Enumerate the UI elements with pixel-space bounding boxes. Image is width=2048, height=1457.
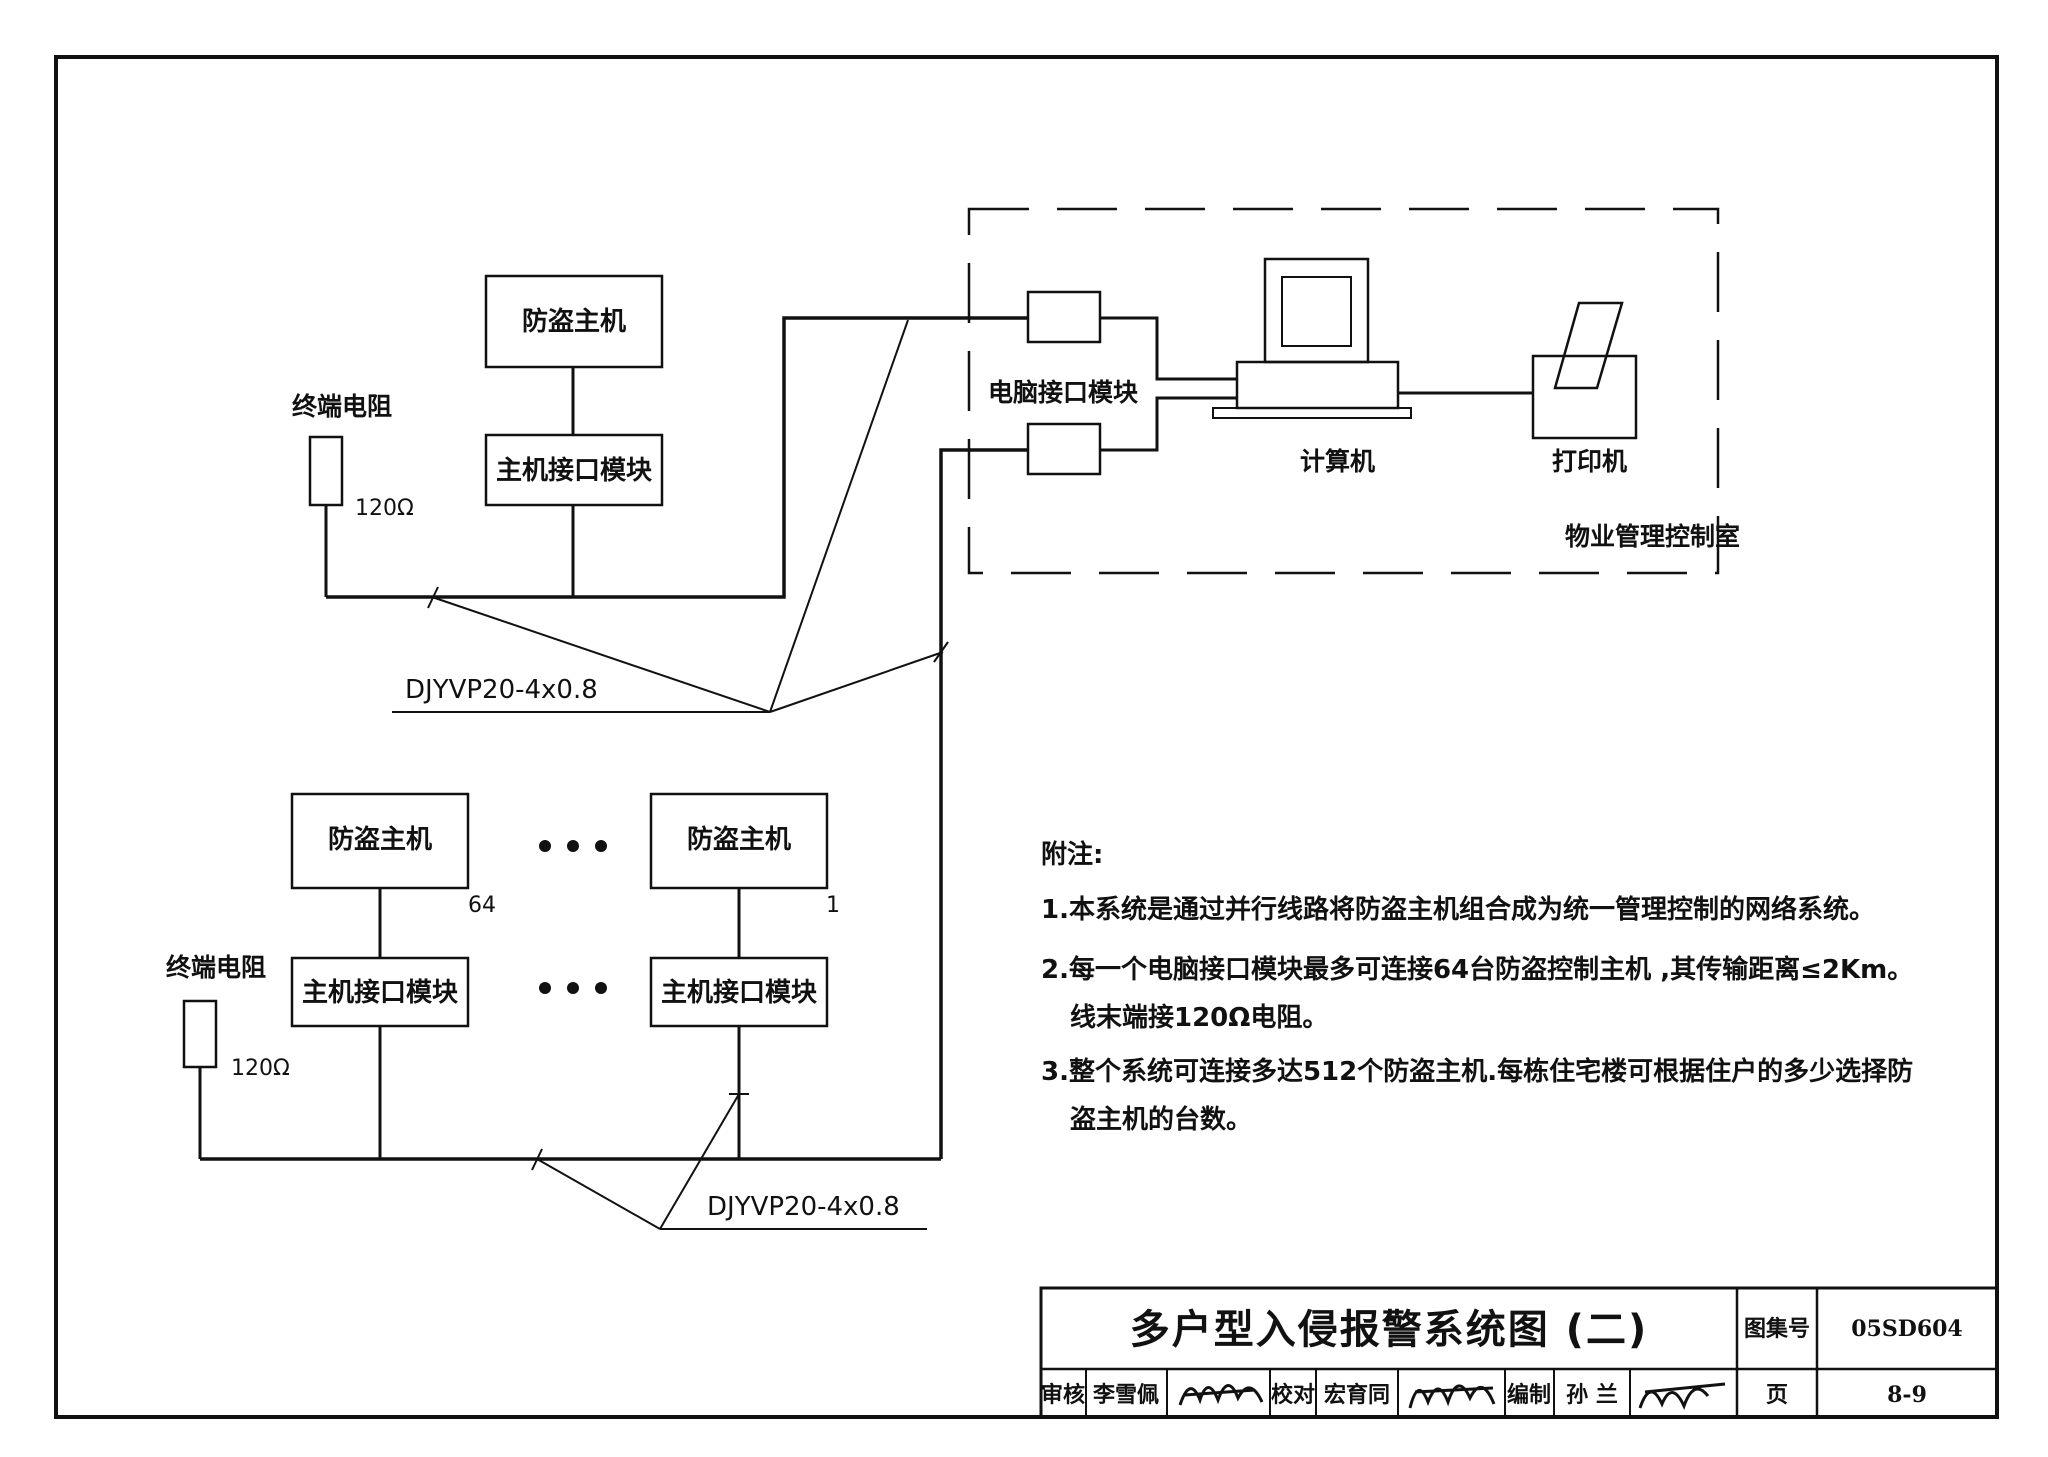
upper-interface-module-label: 主机接口模块 (496, 456, 652, 486)
review-signature (1178, 1384, 1264, 1406)
control-room-label: 物业管理控制室 (1565, 522, 1740, 551)
lower-interface-module-64-label: 主机接口模块 (302, 978, 458, 1008)
note-1: 1.本系统是通过并行线路将防盗主机组合成为统一管理控制的网络系统。 (1041, 894, 1875, 925)
pc-interface-label: 电脑接口模块 (988, 378, 1138, 407)
printer-icon (1531, 301, 1638, 440)
review-name: 李雪佩 (1092, 1383, 1159, 1408)
lower-terminator-resistor (182, 999, 218, 1069)
lower-alarm-host-1-label: 防盗主机 (687, 824, 791, 855)
note-3: 3.整个系统可连接多达512个防盗主机.每栋住宅楼可根据住户的多少选择防 (1041, 1056, 1913, 1087)
ellipsis-modules (539, 982, 607, 994)
drawing-title: 多户型入侵报警系统图 (二) (1130, 1307, 1649, 1353)
note-2-cont: 线末端接120Ω电阻。 (1070, 1003, 1328, 1033)
drawing-frame (54, 55, 1999, 1419)
upper-cable-spec: DJYVP20-4x0.8 (405, 675, 598, 705)
printer-label: 打印机 (1552, 447, 1627, 476)
check-name: 宏育同 (1324, 1382, 1390, 1408)
note-3-cont: 盗主机的台数。 (1070, 1104, 1252, 1135)
upper-terminator-resistor (308, 435, 344, 507)
atlas-number: 05SD604 (1851, 1316, 1963, 1342)
upper-terminator-label: 终端电阻 (292, 392, 392, 421)
draw-name: 孙 兰 (1566, 1382, 1618, 1408)
upper-cable-leader (392, 319, 949, 713)
pc-interface-module-top (1026, 290, 1102, 344)
check-label: 校对 (1271, 1382, 1315, 1408)
control-room-boundary (967, 207, 1720, 575)
ellipsis-hosts (539, 840, 607, 852)
host-index-1: 1 (826, 893, 840, 918)
check-signature (1408, 1384, 1496, 1409)
page-label: 页 (1766, 1383, 1788, 1408)
title-block (1039, 1286, 1999, 1419)
lower-cable-leader (531, 1093, 927, 1230)
upper-resistance-value: 120Ω (355, 496, 414, 521)
lower-resistance-value: 120Ω (231, 1056, 290, 1081)
draw-label: 编制 (1507, 1382, 1551, 1408)
computer-icon (1212, 257, 1412, 419)
upper-alarm-host-label: 防盗主机 (522, 306, 626, 337)
page-number: 8-9 (1887, 1382, 1927, 1408)
computer-label: 计算机 (1300, 447, 1375, 476)
lower-terminator-label: 终端电阻 (166, 953, 266, 982)
upper-bus-cable (326, 316, 1028, 599)
host-index-64: 64 (468, 893, 496, 918)
notes-heading: 附注: (1041, 839, 1103, 870)
link-module-bottom-computer (1100, 396, 1237, 452)
review-label: 审核 (1041, 1382, 1085, 1408)
lower-cable-spec: DJYVP20-4x0.8 (707, 1192, 900, 1222)
note-2: 2.每一个电脑接口模块最多可连接64台防盗控制主机 ,其传输距离≤2Km。 (1041, 954, 1913, 985)
pc-interface-module-bottom (1026, 422, 1102, 476)
draw-signature (1638, 1382, 1726, 1410)
lower-alarm-host-64-label: 防盗主机 (328, 824, 432, 855)
lower-interface-module-1-label: 主机接口模块 (661, 978, 817, 1008)
link-module-top-computer (1100, 316, 1237, 381)
atlas-label: 图集号 (1744, 1316, 1810, 1342)
lower-trunk-cable (939, 448, 1028, 1159)
